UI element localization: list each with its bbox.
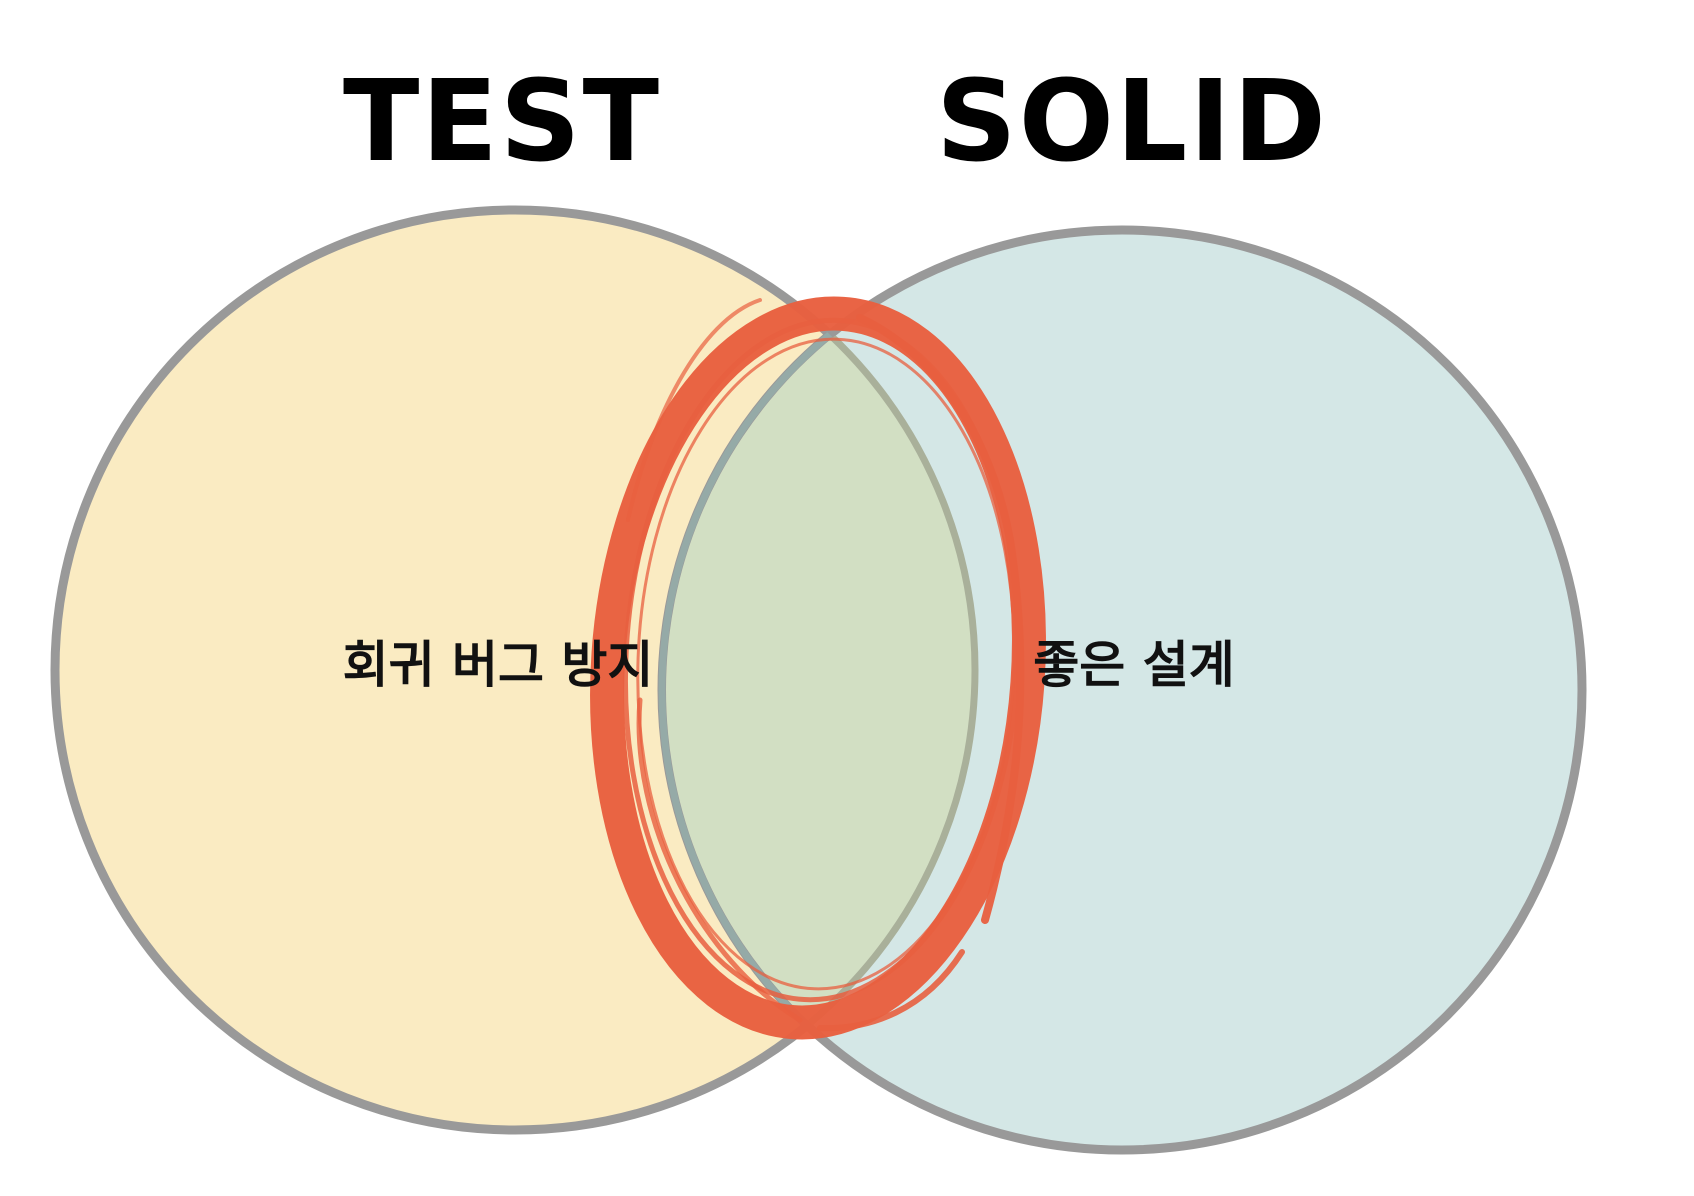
solid-region-label: 좋은 설계 xyxy=(1033,636,1235,694)
test-title: TEST xyxy=(343,57,661,187)
solid-title: SOLID xyxy=(936,57,1328,187)
test-circle-inner-arc xyxy=(666,234,979,1134)
test-region-label: 회귀 버그 방지 xyxy=(342,636,654,694)
intersection-highlight-brush xyxy=(590,296,1046,1040)
solid-circle-inner-arc xyxy=(658,226,975,1130)
intersection-region xyxy=(666,234,975,1130)
